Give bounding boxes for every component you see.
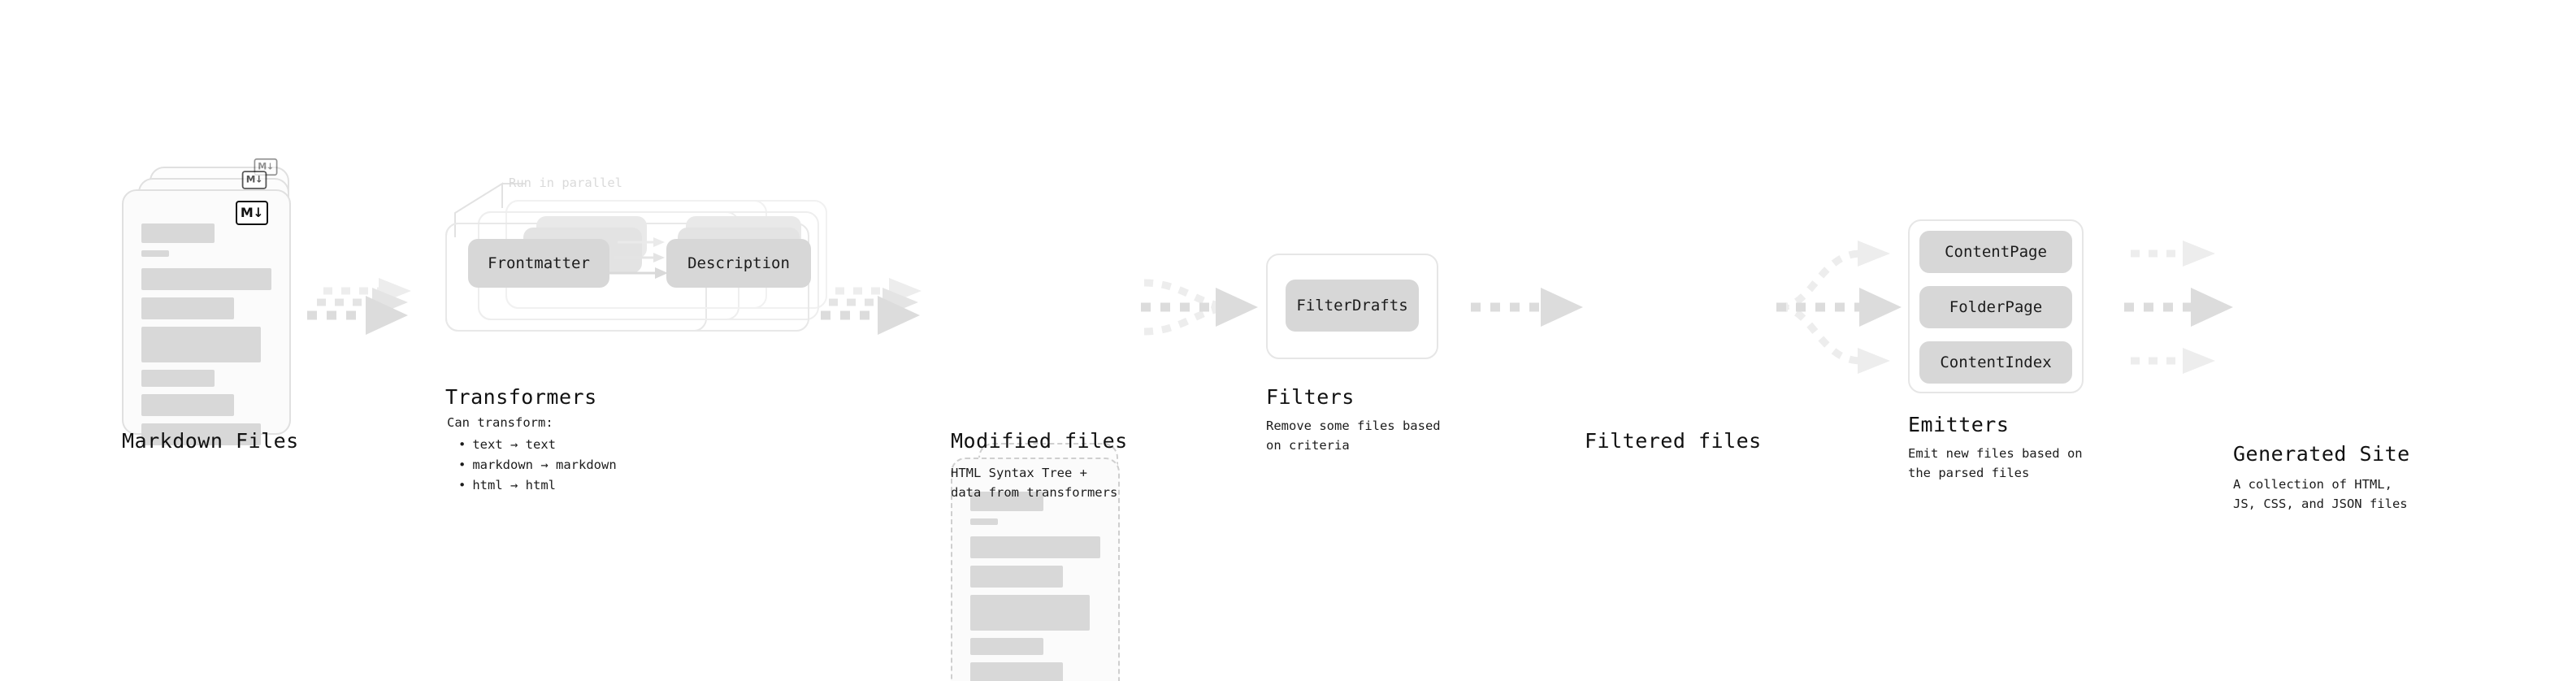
markdown-card-front [122,189,291,445]
stage-modified-files [951,443,1146,681]
skeleton-body-line [970,662,1063,681]
emitter-chip-folderpage[interactable]: FolderPage [1919,286,2072,328]
emitter-chip-contentindex[interactable]: ContentIndex [1919,341,2072,384]
skeleton-sub-line [970,518,998,525]
description-filters: Remove some files based on criteria [1266,419,1441,453]
md-badge-arrow: ↓ [266,162,274,172]
arrow-transformers-to-modified [821,278,922,335]
modified-skeleton [970,492,1100,681]
transformer-inner-arrows [609,237,668,279]
caption-generated-site: Generated Site [2233,442,2410,466]
skeleton-body-line [970,566,1063,588]
skeleton-body-line [141,423,262,445]
caption-modified-files: Modified files [951,429,1128,453]
md-badge-letter: M [245,174,256,186]
skeleton-body-line [970,638,1043,655]
md-badge-arrow: ↓ [253,205,264,220]
caption-filters: Filters [1266,385,1355,409]
arrow-markdown-to-transformers [307,278,411,335]
transformers-bullets: Can transform: text → text markdown → ma… [447,413,617,496]
caption-transformers: Transformers [445,385,597,409]
transformers-bullets-lead: Can transform: [447,415,553,430]
filter-chip-filterdrafts[interactable]: FilterDrafts [1286,280,1419,332]
stage-transformers: Run in parallel Frontmatter Description [445,176,827,359]
description-generated-site: A collection of HTML, JS, CSS, and JSON … [2233,477,2408,512]
run-in-parallel-label: Run in parallel [509,176,622,190]
emitter-chip-contentpage[interactable]: ContentPage [1919,231,2072,273]
md-badge-arrow: ↓ [254,174,263,186]
skeleton-body-line [141,394,234,416]
arrow-emitters-to-site [2124,241,2233,374]
skeleton-body-line [141,297,234,319]
arrow-filters-to-filtered [1471,288,1583,327]
bullet-item: text → text [458,435,617,455]
transformer-chip-frontmatter[interactable]: Frontmatter [468,239,609,288]
skeleton-title-line [970,492,1043,511]
skeleton-body-line [970,536,1100,558]
md-badge-letter: M [240,205,254,220]
markdown-badge-back-1: M↓ [241,171,267,189]
transformers-bullet-list: text → text markdown → markdown html → h… [447,435,617,496]
description-modified-files: HTML Syntax Tree + data from transformer… [951,466,1118,501]
bullet-item: html → html [458,475,617,496]
md-badge-letter: M [258,162,267,172]
skeleton-sub-line [141,250,169,257]
bullet-item: markdown → markdown [458,455,616,475]
markdown-badge-front: M↓ [236,201,268,225]
skeleton-body-line [141,327,262,362]
skeleton-body-line [970,595,1091,631]
caption-filtered-files: Filtered files [1585,429,1762,453]
arrow-filtered-to-emitters [1776,241,1902,374]
markdown-skeleton [141,223,271,453]
arrow-modified-to-filters [1141,279,1258,336]
caption-emitters: Emitters [1908,413,2010,436]
stage-markdown-files: M↓ M↓ M↓ [122,158,317,445]
skeleton-body-line [141,268,271,290]
transformer-chip-description[interactable]: Description [666,239,811,288]
stage-emitters: ContentPage FolderPage ContentIndex [1908,219,2095,398]
modified-card-front [951,458,1120,681]
stage-filters: FilterDrafts [1266,254,1445,359]
description-emitters: Emit new files based on the parsed files [1908,446,2083,481]
skeleton-title-line [141,223,215,243]
caption-markdown-files: Markdown Files [122,429,299,453]
skeleton-body-line [141,370,215,387]
